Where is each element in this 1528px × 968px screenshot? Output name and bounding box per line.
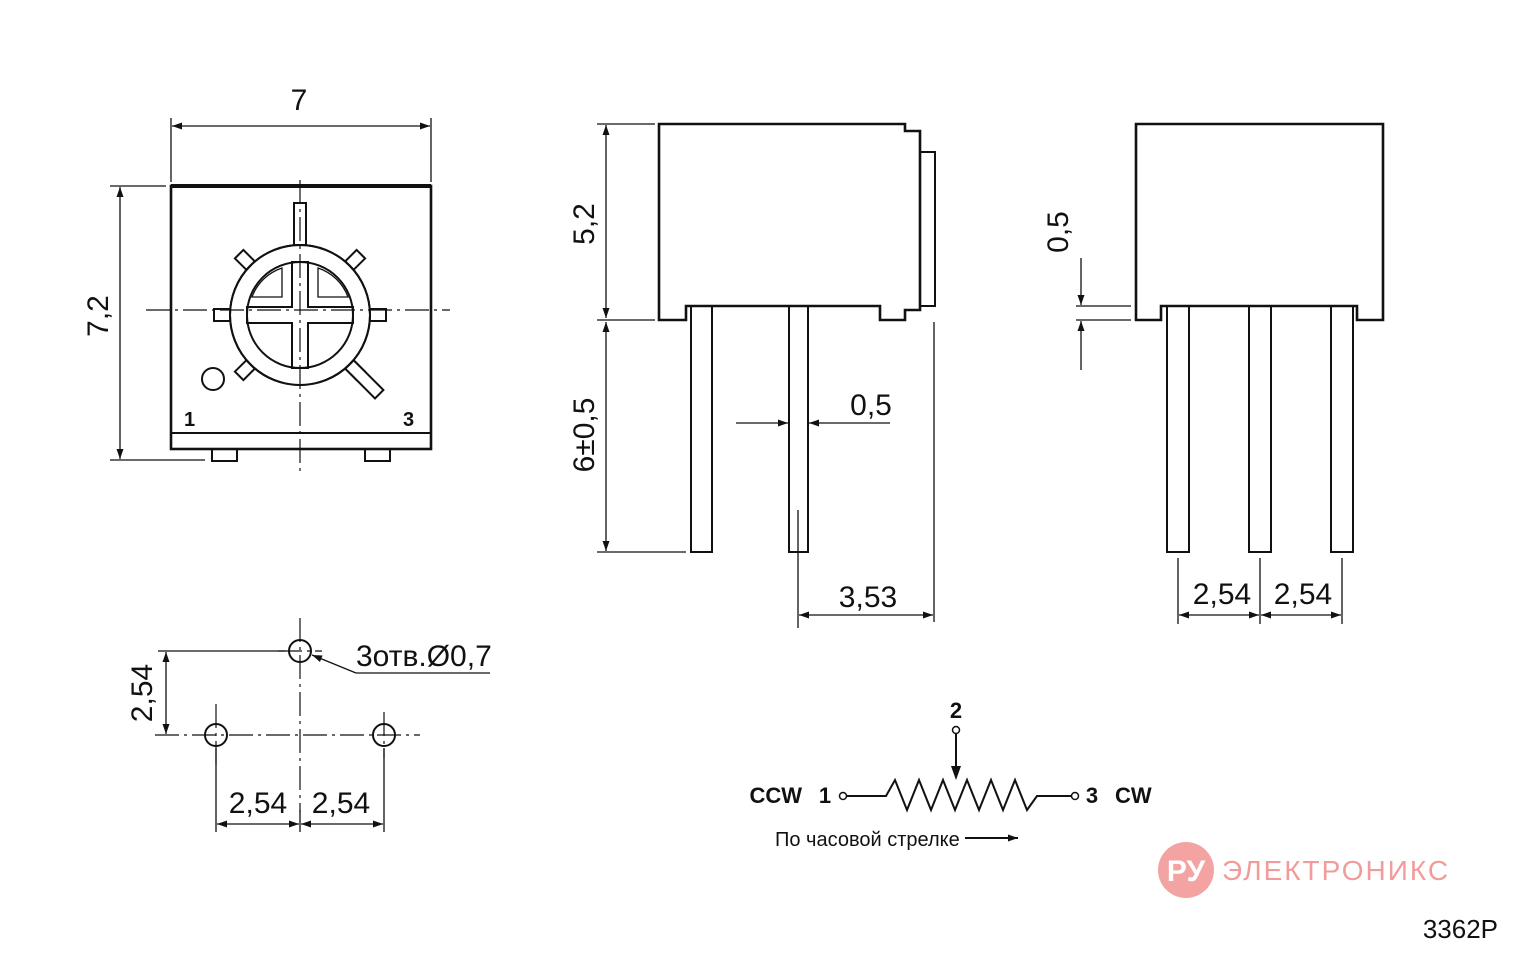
- hole-pin-3: [372, 723, 396, 747]
- hole-note-leader: [311, 654, 357, 674]
- schematic-ccw-label: CCW: [749, 783, 802, 808]
- schematic-pin1-label: 1: [819, 783, 831, 808]
- end-pitch-left-dim: 2,54: [1193, 578, 1251, 611]
- front-view: 1 3 7 7,2: [82, 84, 450, 476]
- rotor-tooth: [213, 308, 231, 322]
- rotor-tooth: [343, 248, 367, 272]
- logo-brand-text: ЭЛЕКТРОНИКС: [1222, 855, 1450, 886]
- hole-note: 3отв.Ø0,7: [356, 640, 492, 673]
- front-lead-stub-left: [211, 448, 238, 462]
- side-knob-profile: [920, 151, 936, 307]
- schematic-pin3-label: 3: [1086, 783, 1098, 808]
- end-standoff-dim: 0,5: [1042, 211, 1075, 253]
- schematic-terminal-1: [838, 791, 848, 801]
- hole-layout: 2,54 3отв.Ø0,7 2,54 2,54: [126, 618, 492, 832]
- schematic-terminal-3: [1070, 791, 1080, 801]
- rotor-tooth: [369, 308, 387, 322]
- schematic-symbol: 2 CCW 1 3 CW По часовой стрелке: [749, 698, 1151, 851]
- hole-pin-2: [288, 639, 312, 663]
- hole-vertical-pitch-dim: 2,54: [126, 664, 159, 722]
- hole-pin-1: [204, 723, 228, 747]
- model-label: 3362P: [1423, 914, 1498, 944]
- front-pin-label-1: 1: [184, 409, 195, 431]
- schematic-wiper-arrow: [951, 766, 961, 780]
- end-body-outline: [1134, 122, 1385, 322]
- screwdriver-slot-cross: [246, 261, 354, 369]
- side-body-outline: [657, 122, 922, 322]
- side-lead-1: [690, 305, 713, 553]
- front-lead-stub-right: [364, 448, 391, 462]
- front-width-dim: 7: [291, 84, 308, 117]
- schematic-wiper-label: 2: [950, 698, 962, 723]
- end-lead-3: [1330, 305, 1354, 553]
- schematic-rotation-note: По часовой стрелке: [775, 829, 960, 851]
- side-lead-offset-dim: 3,53: [839, 581, 897, 614]
- schematic-cw-label: CW: [1115, 783, 1152, 808]
- side-lead-width-dim: 0,5: [850, 389, 892, 422]
- end-lead-1: [1166, 305, 1190, 553]
- front-height-dim: 7,2: [82, 295, 115, 337]
- front-pin-label-3: 3: [403, 409, 414, 431]
- rotor-tooth: [233, 248, 257, 272]
- side-body-height-dim: 5,2: [568, 203, 601, 245]
- logo-badge-text: РУ: [1167, 855, 1206, 888]
- rotor-detail-left: [251, 267, 283, 298]
- pin1-marker-dot: [201, 367, 225, 391]
- hole-pitch-left-dim: 2,54: [229, 787, 287, 820]
- side-lead-length-dim: 6±0,5: [568, 398, 601, 473]
- schematic-terminal-2: [951, 725, 961, 735]
- rotor-long-tab: [343, 358, 385, 400]
- side-view: 5,2 6±0,5 0,5 3,53: [568, 122, 936, 628]
- end-pitch-right-dim: 2,54: [1274, 578, 1332, 611]
- hole-pitch-right-dim: 2,54: [312, 787, 370, 820]
- rotor-tooth: [233, 358, 257, 382]
- end-lead-2: [1248, 305, 1272, 553]
- schematic-resistor-zigzag: [847, 777, 1071, 813]
- brand-logo: РУ ЭЛЕКТРОНИКС: [1158, 842, 1450, 898]
- rotor-detail-right: [317, 267, 349, 298]
- logo-badge: [1158, 842, 1214, 898]
- end-view: 0,5 2,54 2,54: [1042, 122, 1385, 624]
